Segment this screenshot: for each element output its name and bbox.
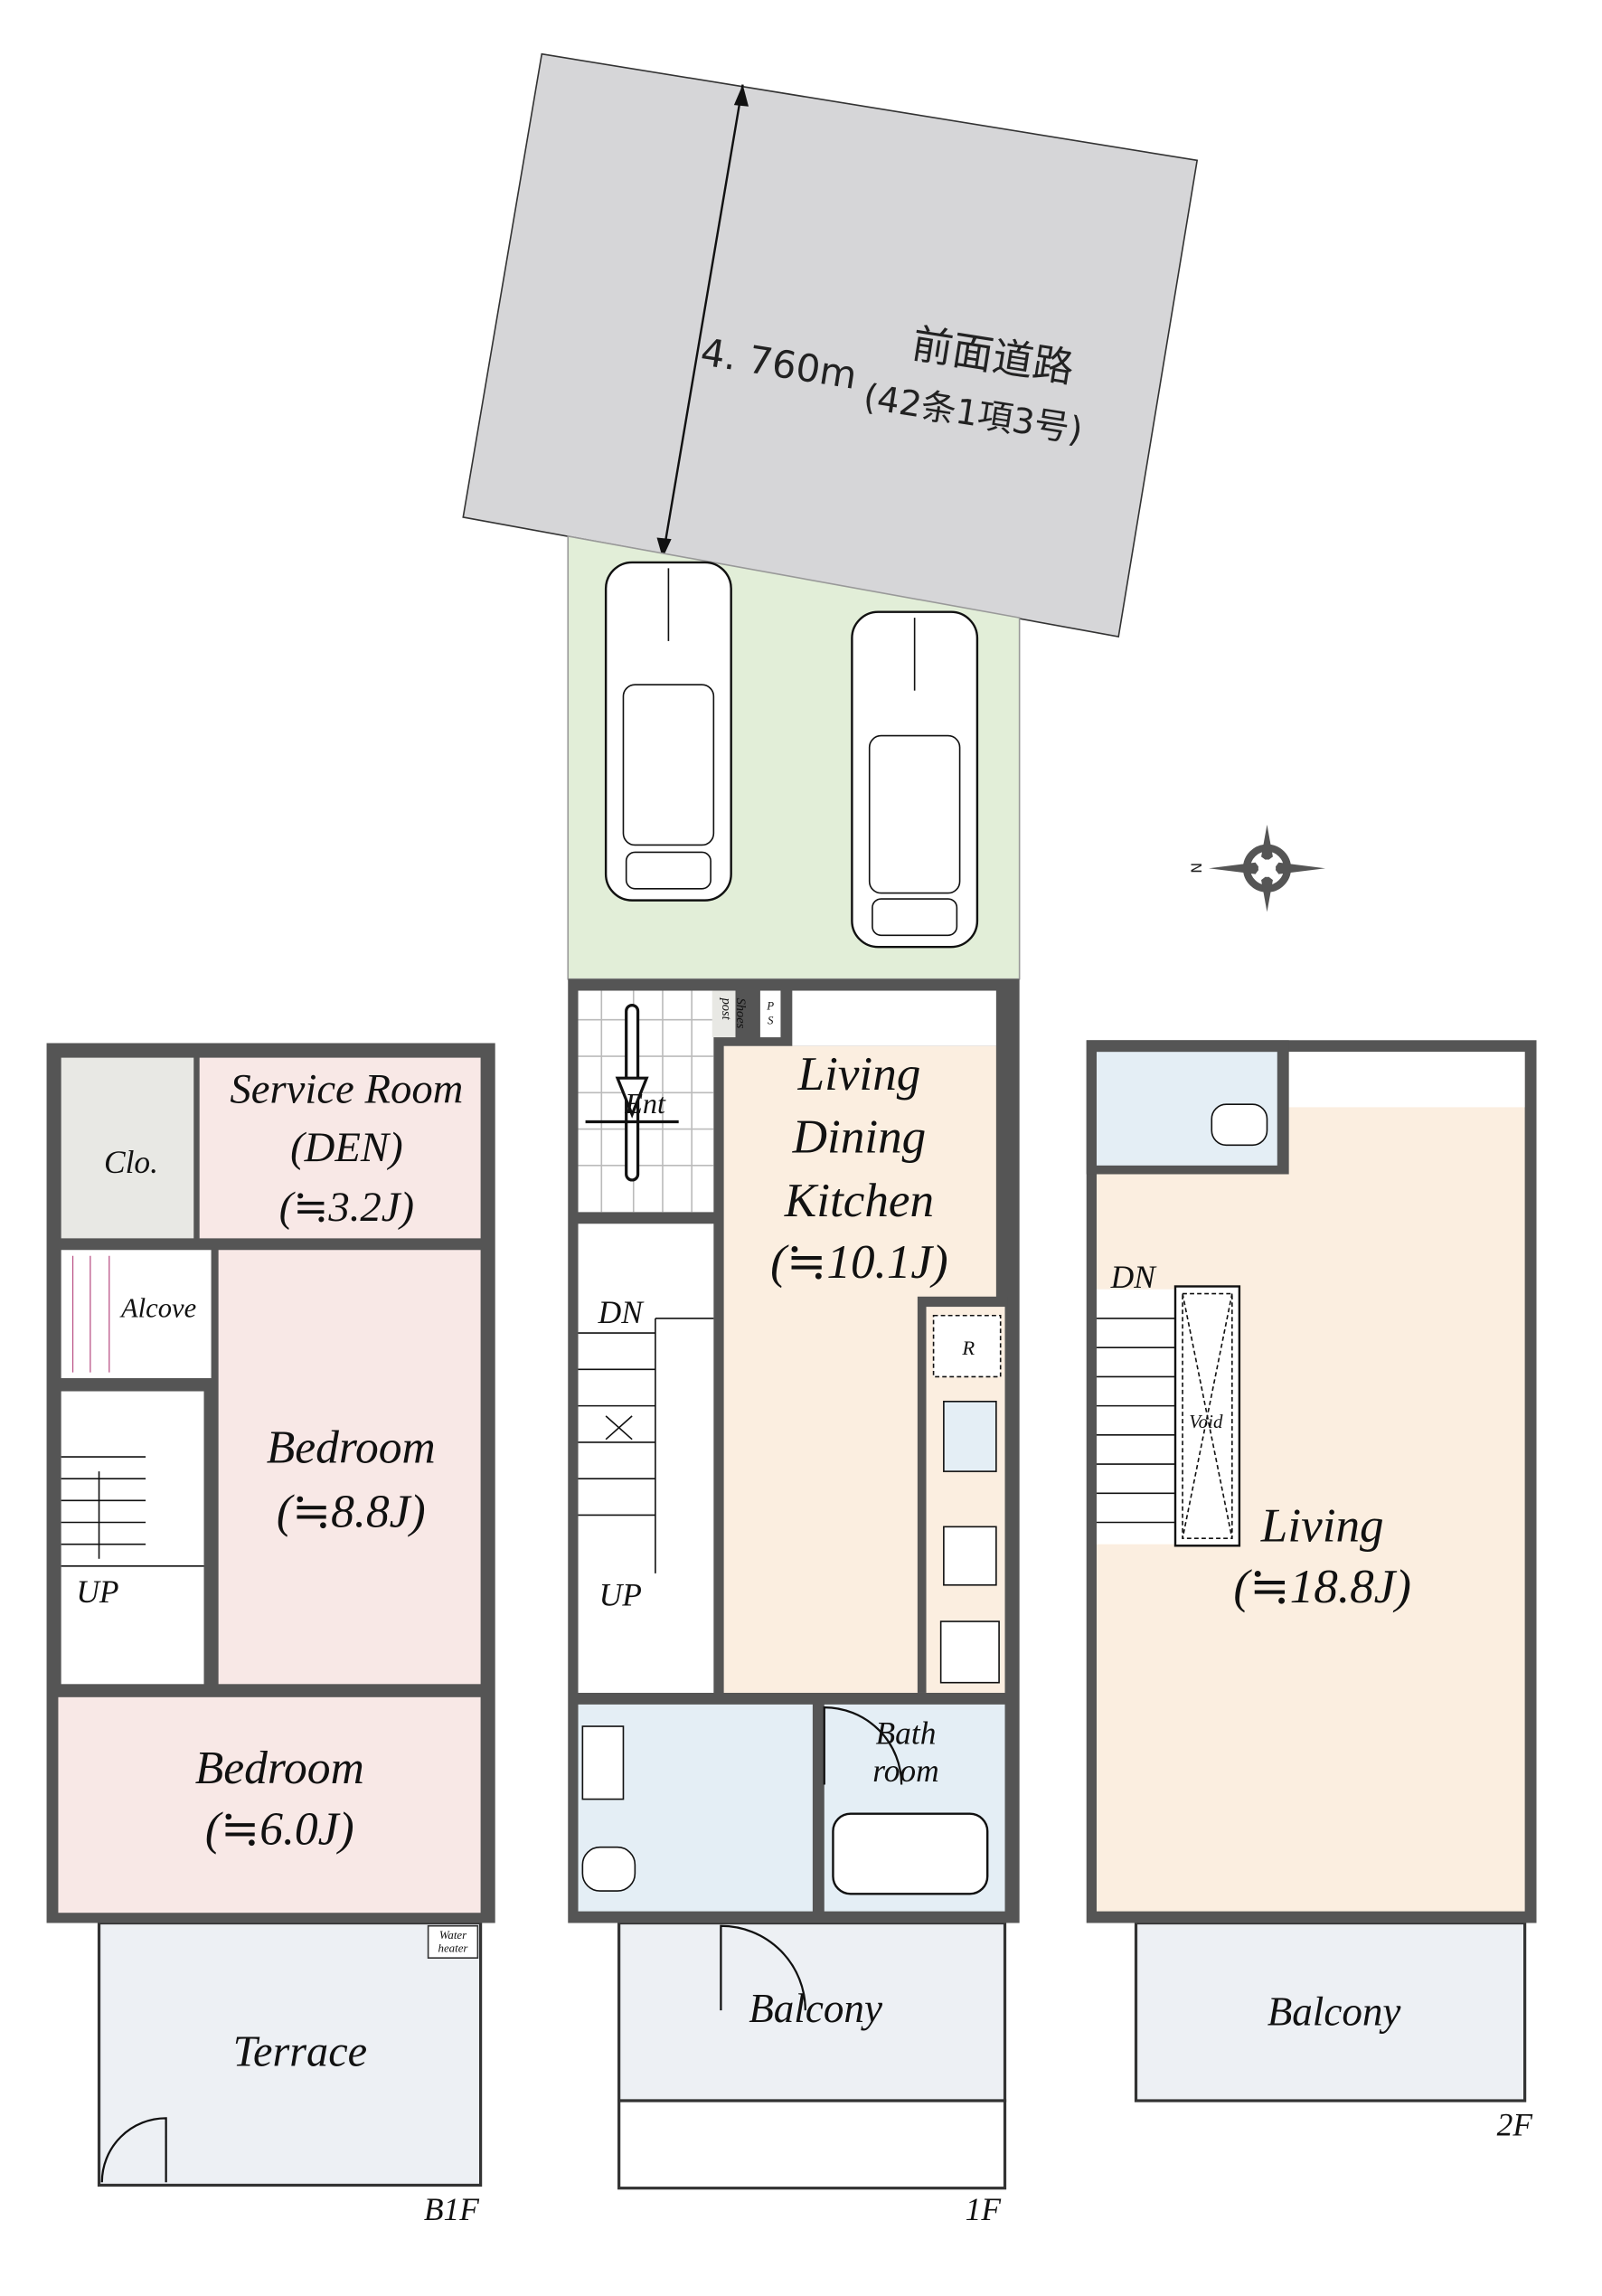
balcony-label: Balcony xyxy=(1267,1989,1402,2034)
floor-label-1f: 1F xyxy=(966,2191,1002,2227)
compass-icon: N xyxy=(1188,824,1325,912)
ps-label: P xyxy=(766,999,774,1012)
washbasin-icon xyxy=(581,1725,625,1800)
bathtub-icon xyxy=(832,1812,989,1895)
ldk-label: Living xyxy=(797,1048,921,1101)
bicycle-icon xyxy=(585,1004,679,1182)
clo-label: Clo. xyxy=(104,1144,158,1180)
floor-b1f: Water heater Clo. Service Room (DEN) (≒3… xyxy=(46,1043,495,2227)
toilet-icon xyxy=(1211,1103,1268,1147)
terrace xyxy=(97,1921,483,2187)
ldk-label: Dining xyxy=(792,1110,927,1163)
ps-label: S xyxy=(768,1015,774,1027)
bedroom-area: (≒8.8J) xyxy=(277,1486,426,1537)
stairs-up-label: UP xyxy=(599,1576,642,1612)
road-width-dimension xyxy=(661,84,744,559)
floor-label-b1f: B1F xyxy=(424,2191,479,2227)
void-label: Void xyxy=(1189,1411,1223,1432)
service-room-area: (≒3.2J) xyxy=(279,1184,414,1231)
water-heater-label: heater xyxy=(438,1942,469,1955)
ldk-area: (≒10.1J) xyxy=(770,1236,948,1289)
water-heater-label: Water xyxy=(439,1929,467,1942)
floor-label-2f: 2F xyxy=(1497,2107,1533,2143)
shoes-post-label: post xyxy=(719,997,733,1021)
entrance-label: Ent xyxy=(624,1087,666,1120)
living-label: Living xyxy=(1260,1499,1384,1552)
toilet-icon xyxy=(581,1846,636,1892)
bedroom-label: Bedroom xyxy=(195,1743,364,1794)
bathroom-label: room xyxy=(872,1753,938,1789)
car-icon xyxy=(604,561,732,902)
bathroom-label: Bath xyxy=(876,1715,937,1751)
stairs-dn-label: DN xyxy=(598,1294,646,1330)
bedroom-label: Bedroom xyxy=(267,1422,436,1473)
stairs-up-label: UP xyxy=(76,1573,118,1610)
service-room-label: (DEN) xyxy=(290,1124,403,1171)
living-area: (≒18.8J) xyxy=(1233,1561,1411,1613)
shoes-post-label: Shoes xyxy=(733,998,748,1029)
front-road: 4. 760m 前面道路 (42条1項3号) xyxy=(462,52,1199,638)
parking-area xyxy=(567,534,1021,980)
floor-2f: DN Void Living (≒18.8J) Balcony 2F xyxy=(1086,1040,1537,2143)
bedroom-area: (≒6.0J) xyxy=(205,1804,354,1856)
stairs-dn-label: DN xyxy=(1110,1259,1158,1295)
terrace-label: Terrace xyxy=(233,2027,368,2075)
alcove-label: Alcove xyxy=(119,1292,196,1323)
floor-1f: Ent Shoes post P S Living Dining Kitchen… xyxy=(568,978,1020,2227)
ldk-label: Kitchen xyxy=(784,1175,934,1227)
north-label: N xyxy=(1188,863,1205,874)
balcony-label: Balcony xyxy=(749,1986,883,2031)
fridge-label: R xyxy=(961,1337,975,1359)
service-room-label: Service Room xyxy=(230,1066,463,1113)
car-icon xyxy=(851,610,979,949)
